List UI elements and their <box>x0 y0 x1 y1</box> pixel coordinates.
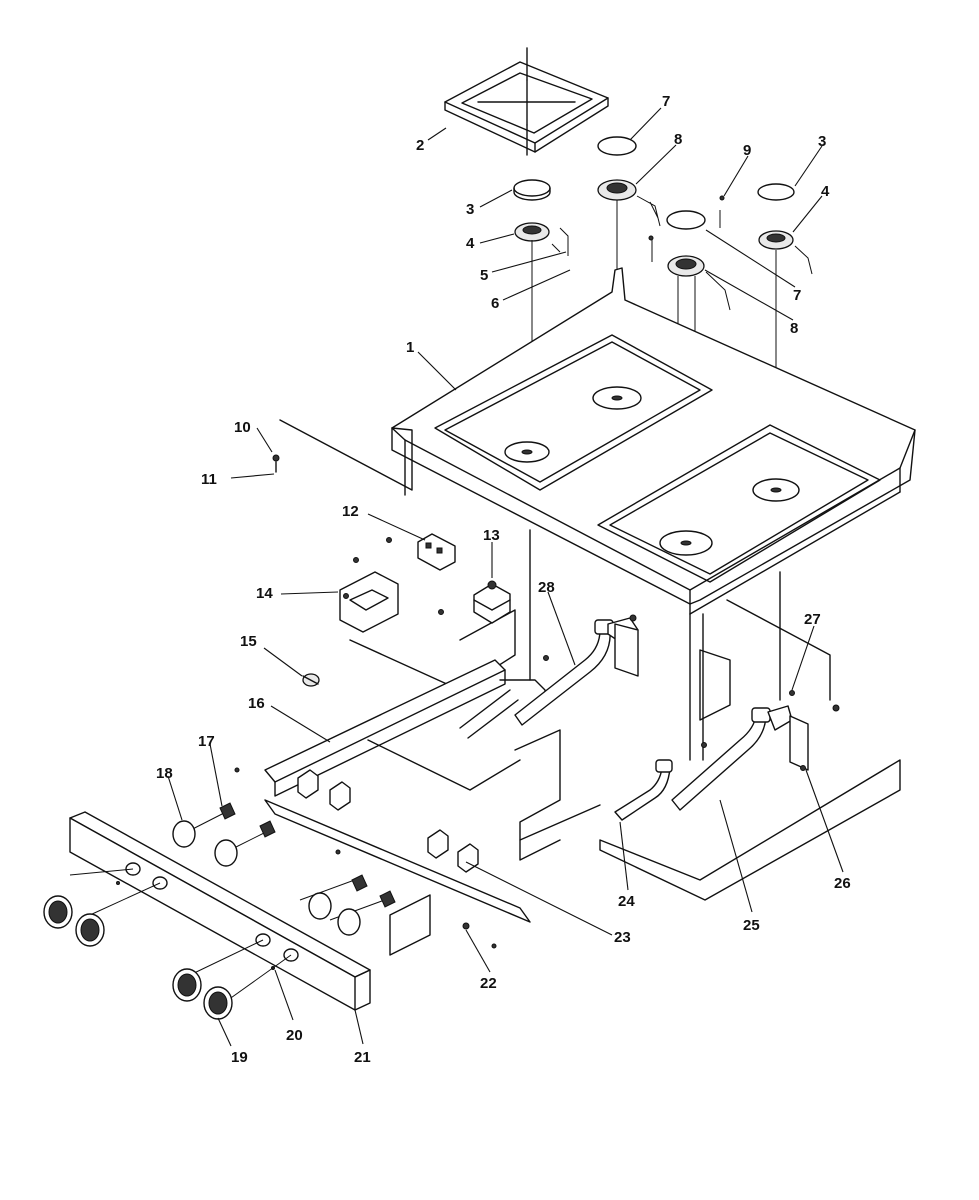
callout-3-right: 3 <box>818 133 826 150</box>
callout-2: 2 <box>416 137 424 154</box>
callout-9: 9 <box>743 142 751 159</box>
burner-grate <box>444 47 609 156</box>
control-panel <box>69 811 371 1011</box>
knob-adapter <box>219 802 396 908</box>
callout-25: 25 <box>743 917 760 934</box>
callout-15: 15 <box>240 633 257 650</box>
callout-1: 1 <box>406 339 414 356</box>
callout-14: 14 <box>256 585 273 602</box>
burner-cap <box>513 179 551 201</box>
callout-7: 7 <box>662 93 670 110</box>
callout-7-lower: 7 <box>793 287 801 304</box>
callout-19: 19 <box>231 1049 248 1066</box>
main-top <box>391 267 916 615</box>
callout-20: 20 <box>286 1027 303 1044</box>
callout-17: 17 <box>198 733 215 750</box>
callout-3-left: 3 <box>466 201 474 218</box>
burner-head-large-2 <box>667 255 705 277</box>
burner-head-large <box>597 179 637 201</box>
callout-18: 18 <box>156 765 173 782</box>
callout-28: 28 <box>538 579 555 596</box>
burner-head-small <box>758 230 794 250</box>
burner-cap-large <box>597 136 637 156</box>
knob-bezel <box>172 820 361 936</box>
burner-cap-small <box>757 183 795 201</box>
callout-16: 16 <box>248 695 265 712</box>
callout-24: 24 <box>618 893 635 910</box>
burner-tube-24 <box>614 759 673 821</box>
callout-5: 5 <box>480 267 488 284</box>
callout-11: 11 <box>201 471 217 488</box>
gas-valve <box>297 769 479 873</box>
callout-12: 12 <box>342 503 359 520</box>
screw <box>234 195 840 949</box>
control-knob <box>43 895 233 1020</box>
callout-4-left: 4 <box>466 235 475 252</box>
callout-13: 13 <box>483 527 500 544</box>
callout-23: 23 <box>614 929 631 946</box>
callout-21: 21 <box>354 1049 371 1066</box>
burner-head <box>514 222 550 242</box>
callout-labels: 2 7 8 9 3 4 3 4 5 6 7 8 1 10 11 12 13 14… <box>156 93 851 1066</box>
callout-4-right: 4 <box>821 183 830 200</box>
callout-6: 6 <box>491 295 499 312</box>
igniter-switch-bracket <box>417 533 456 571</box>
burner-bracket-26 <box>789 715 809 771</box>
callout-26: 26 <box>834 875 851 892</box>
callout-22: 22 <box>480 975 497 992</box>
leader-lines <box>167 107 844 1047</box>
pressure-regulator <box>473 580 511 624</box>
callout-27: 27 <box>804 611 821 628</box>
callout-8-lower: 8 <box>790 320 798 337</box>
gas-manifold <box>264 659 531 923</box>
burner-bracket-right <box>614 614 639 677</box>
callout-8: 8 <box>674 131 682 148</box>
burner-tube-25 <box>671 705 793 811</box>
orifice-fitting <box>302 673 320 687</box>
burner-cap-large-2 <box>666 210 706 230</box>
mounting-bracket <box>339 571 399 633</box>
callout-10: 10 <box>234 419 251 436</box>
